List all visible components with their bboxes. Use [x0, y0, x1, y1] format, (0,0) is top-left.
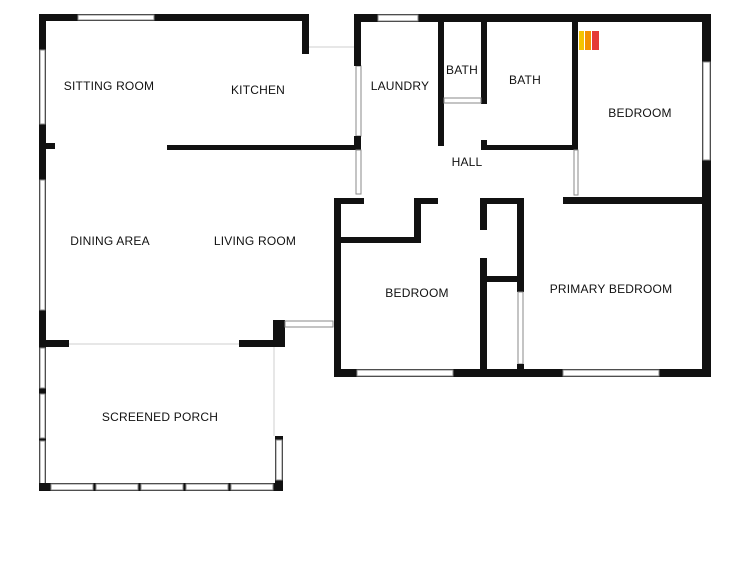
room-label-hall: HALL — [452, 155, 483, 169]
window — [230, 483, 274, 491]
wall — [414, 198, 421, 243]
wall — [338, 237, 421, 243]
wall — [438, 14, 444, 146]
wall — [39, 14, 309, 21]
wall — [334, 198, 364, 204]
wall — [481, 14, 487, 104]
window — [140, 483, 184, 491]
wall — [354, 14, 711, 22]
wall — [273, 320, 285, 347]
window — [39, 440, 46, 486]
window — [275, 439, 283, 481]
brand-color-bars-icon — [579, 31, 584, 50]
window — [702, 61, 711, 161]
room-label-bath: BATH — [509, 73, 541, 87]
wall — [480, 258, 487, 376]
brand-color-bars-icon — [585, 31, 591, 50]
wall — [167, 145, 361, 150]
window — [355, 65, 362, 137]
window — [284, 320, 334, 328]
wall — [414, 198, 438, 204]
window — [356, 369, 454, 377]
window — [443, 97, 482, 104]
wall — [354, 136, 361, 150]
window — [517, 291, 524, 365]
room-label-primary-bedroom: PRIMARY BEDROOM — [550, 282, 673, 296]
wall — [572, 14, 578, 150]
room-label-bath-small: BATH — [446, 63, 478, 77]
window — [573, 149, 579, 196]
wall — [517, 198, 524, 292]
wall — [302, 14, 309, 54]
room-label-dining-area: DINING AREA — [70, 234, 150, 248]
wall — [480, 198, 487, 230]
wall — [563, 197, 711, 204]
window — [50, 483, 94, 491]
window — [39, 179, 46, 311]
window — [95, 483, 139, 491]
room-label-bedroom-ne: BEDROOM — [608, 106, 671, 120]
wall — [39, 340, 69, 347]
window — [377, 14, 419, 22]
window — [39, 49, 46, 125]
window — [185, 483, 229, 491]
wall — [480, 198, 524, 204]
window — [77, 14, 155, 21]
wall — [702, 14, 711, 376]
room-label-kitchen: KITCHEN — [231, 83, 285, 97]
room-label-bedroom-s: BEDROOM — [385, 286, 448, 300]
wall — [334, 200, 341, 377]
wall — [481, 145, 577, 150]
window — [355, 149, 362, 195]
brand-color-bars-icon — [592, 31, 599, 50]
room-label-living-room: LIVING ROOM — [214, 234, 296, 248]
wall — [480, 276, 524, 282]
window — [39, 393, 46, 439]
window — [562, 369, 660, 377]
wall — [239, 340, 283, 347]
wall — [334, 369, 711, 377]
room-label-sitting-room: SITTING ROOM — [64, 79, 154, 93]
window — [39, 347, 46, 389]
wall — [354, 14, 361, 66]
room-label-screened-porch: SCREENED PORCH — [102, 410, 218, 424]
wall — [39, 143, 55, 149]
room-label-laundry: LAUNDRY — [371, 79, 430, 93]
